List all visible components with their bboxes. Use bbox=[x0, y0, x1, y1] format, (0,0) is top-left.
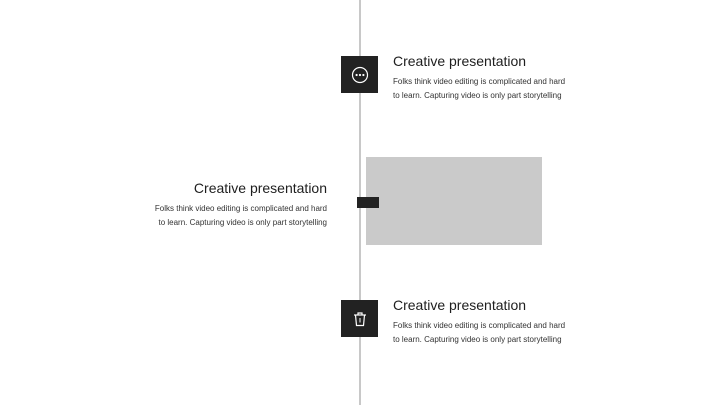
timeline-item-3: Creative presentation Folks think video … bbox=[393, 297, 593, 347]
item-description: Folks think video editing is complicated… bbox=[393, 321, 566, 344]
timeline-icon-box-1 bbox=[341, 56, 378, 93]
item-description: Folks think video editing is complicated… bbox=[393, 77, 566, 100]
timeline-icon-box-3 bbox=[341, 300, 378, 337]
item-title: Creative presentation bbox=[393, 297, 527, 313]
more-dots-icon bbox=[351, 66, 368, 83]
timeline-item-1: Creative presentation Folks think video … bbox=[393, 53, 593, 103]
timeline-marker bbox=[357, 197, 379, 208]
item-title: Creative presentation bbox=[393, 53, 527, 69]
item-description: Folks think video editing is complicated… bbox=[154, 204, 327, 227]
item-title: Creative presentation bbox=[193, 180, 327, 196]
timeline-item-2: Creative presentation Folks think video … bbox=[127, 180, 327, 230]
trash-icon bbox=[353, 311, 366, 326]
image-placeholder bbox=[366, 157, 542, 245]
